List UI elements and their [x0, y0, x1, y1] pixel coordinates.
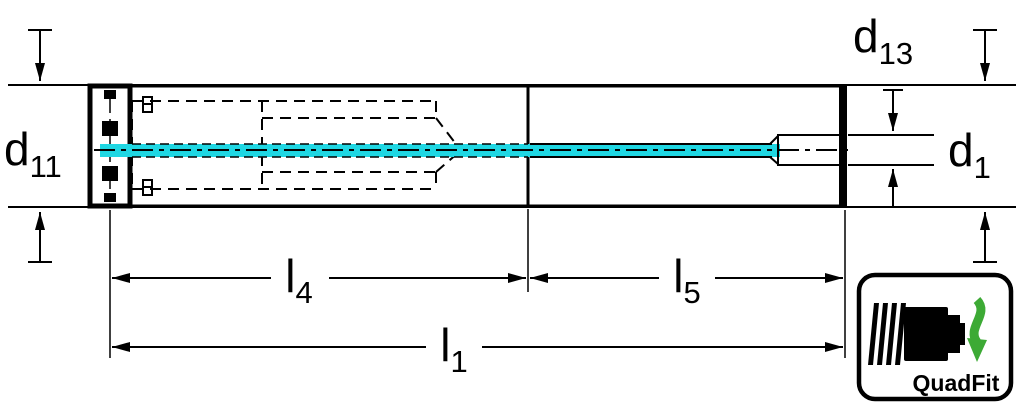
dimension-d11: d11	[4, 29, 62, 263]
d11-label: d11	[4, 123, 62, 184]
bore-chamfer-bottom	[769, 156, 779, 165]
clamp-screw-icon-bottom	[142, 179, 153, 196]
l5-label: l5	[673, 250, 700, 310]
dimension-d13: d13	[853, 10, 997, 263]
rotation-arrow-icon	[967, 296, 987, 362]
coolant-channel	[94, 134, 852, 166]
d1-label: d1	[948, 124, 991, 185]
spline-shank-icon	[868, 303, 965, 365]
badge-border	[856, 272, 1014, 402]
l1-label: l1	[440, 319, 467, 379]
quadfit-badge: QuadFit	[856, 272, 1014, 402]
badge-label: QuadFit	[913, 370, 1000, 396]
l4-label: l4	[285, 250, 312, 310]
clamp-screw-upper	[102, 121, 118, 136]
dimension-l4: l4	[112, 250, 526, 310]
clamp-detail-top	[104, 90, 116, 99]
dimension-l1: l1	[112, 319, 843, 379]
clamp-screw-lower	[102, 166, 118, 181]
clamp-detail-bottom	[104, 193, 116, 202]
dimension-d1: d1	[848, 89, 991, 206]
body-right-end-face	[839, 86, 847, 206]
d13-label: d13	[853, 10, 913, 71]
bore-chamfer-top	[769, 135, 779, 145]
dimension-l5: l5	[530, 250, 843, 310]
length-extension-lines	[109, 209, 846, 358]
clamp-screw-icon-top	[142, 96, 153, 113]
hidden-bore-outline	[131, 100, 460, 190]
